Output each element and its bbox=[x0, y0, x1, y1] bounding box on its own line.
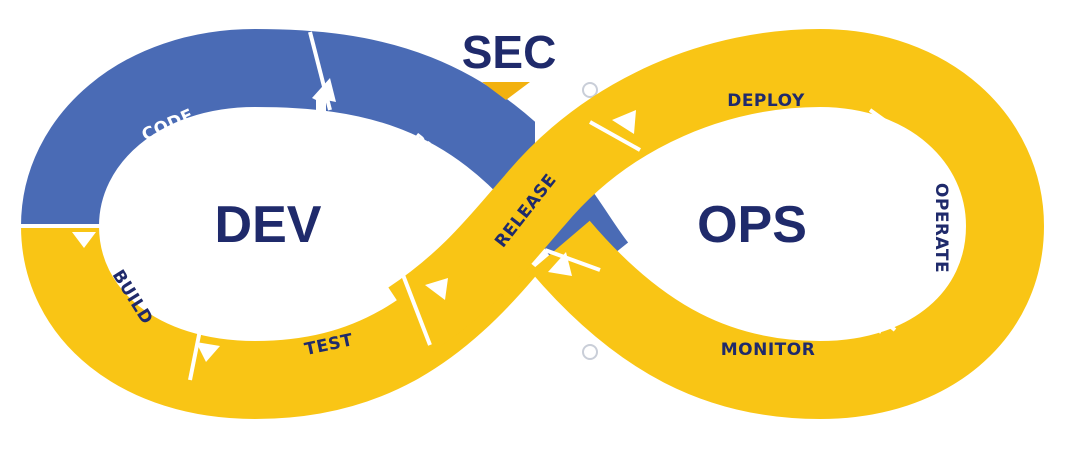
arrow-code-to-build-icon bbox=[72, 232, 96, 248]
arrow-deploy-to-operate-icon bbox=[876, 145, 900, 165]
stage-monitor-label: MONITOR bbox=[721, 340, 816, 360]
arrow-test-to-release-icon bbox=[425, 278, 448, 300]
ops-label: OPS bbox=[697, 196, 807, 254]
arrow-operate-to-monitor-icon bbox=[868, 314, 892, 334]
stage-deploy-label: DEPLOY bbox=[727, 91, 805, 111]
arrow-release-to-deploy-icon bbox=[612, 110, 636, 134]
stage-operate-label: OPERATE bbox=[931, 183, 951, 273]
arrow-plan-to-code-icon bbox=[312, 78, 336, 115]
sec-marker-icon bbox=[482, 82, 530, 100]
left-loop-top bbox=[21, 28, 535, 226]
dev-label: DEV bbox=[215, 196, 322, 254]
left-loop-bottom bbox=[20, 226, 535, 420]
arrow-build-to-test-icon bbox=[196, 342, 220, 362]
arrow-monitor-to-plan-icon bbox=[548, 252, 572, 276]
direction-arrows bbox=[72, 78, 900, 362]
sec-title: SEC bbox=[462, 26, 557, 78]
right-loop bbox=[388, 28, 1045, 420]
